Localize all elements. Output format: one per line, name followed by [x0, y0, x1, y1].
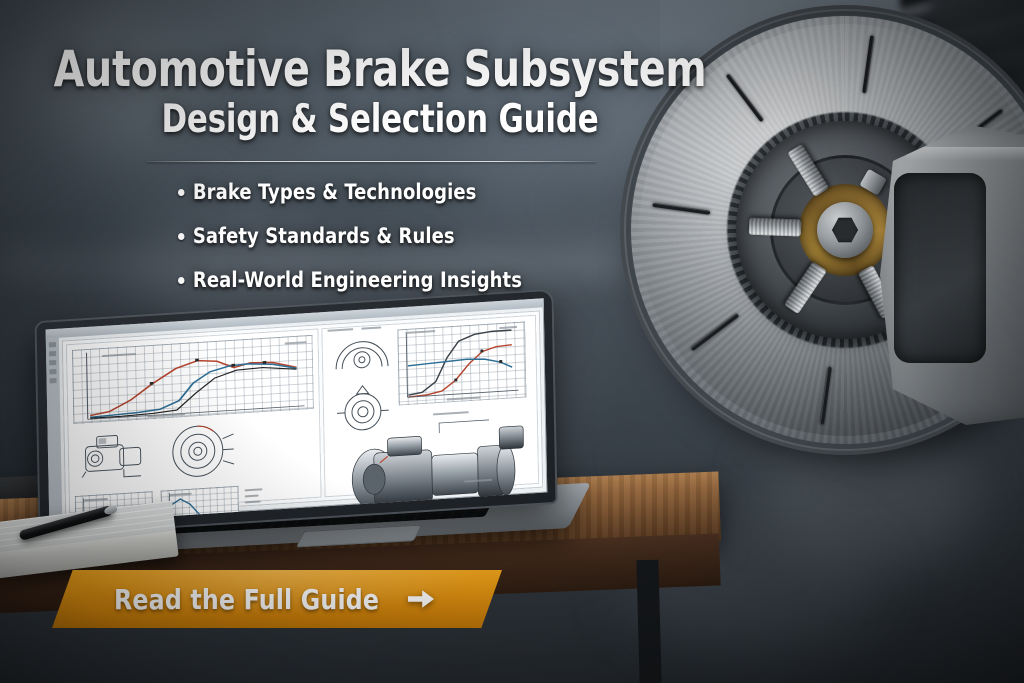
feature-list: Brake Types & Technologies Safety Standa… [178, 180, 548, 312]
cad-shoe-profile-view [330, 332, 395, 376]
cta-label: Read the Full Guide [114, 582, 380, 616]
cad-caliper-side-view [77, 425, 154, 488]
bullet-dot-icon [178, 189, 185, 196]
list-item: Brake Types & Technologies [178, 180, 522, 205]
laptop-display [45, 298, 548, 524]
chart-curves [85, 352, 305, 420]
table-placeholder [244, 488, 263, 492]
bullet-dot-icon [178, 233, 185, 240]
list-item-label: Brake Types & Technologies [192, 180, 477, 205]
app-tool-rail [45, 337, 63, 524]
chart-torque-vs-speed [71, 334, 315, 425]
cad-brake-assembly-3d [340, 413, 532, 523]
annotation-placeholder [327, 328, 354, 332]
cad-rotor-section-view [163, 418, 236, 485]
table-placeholder [244, 500, 261, 504]
list-item-label: Safety Standards & Rules [192, 224, 455, 249]
annotation-placeholder [433, 411, 470, 416]
chart-curves [406, 329, 519, 398]
document-column-left [65, 328, 322, 524]
cad-drawing [335, 341, 389, 370]
read-full-guide-button[interactable]: Read the Full Guide [52, 570, 502, 628]
cad-drawing [172, 425, 235, 477]
chart-friction-response [397, 321, 527, 406]
title-divider [146, 161, 596, 162]
page-title: Automotive Brake Subsystem [53, 40, 707, 98]
document-column-right [321, 314, 540, 523]
page-subtitle: Design & Selection Guide [161, 97, 599, 142]
bullet-dot-icon [178, 277, 185, 284]
laptop-screen [34, 288, 558, 537]
desk-leg [636, 559, 662, 683]
annotation-placeholder [361, 326, 382, 330]
list-item: Safety Standards & Rules [178, 224, 522, 249]
table-placeholder [244, 494, 259, 498]
arrow-right-icon [407, 588, 435, 610]
brake-caliper [880, 125, 1024, 425]
engineering-document [61, 310, 544, 524]
list-item-label: Real-World Engineering Insights [192, 268, 523, 293]
cad-drawing [352, 419, 525, 523]
cad-drawing [81, 434, 142, 478]
list-item: Real-World Engineering Insights [178, 268, 522, 293]
